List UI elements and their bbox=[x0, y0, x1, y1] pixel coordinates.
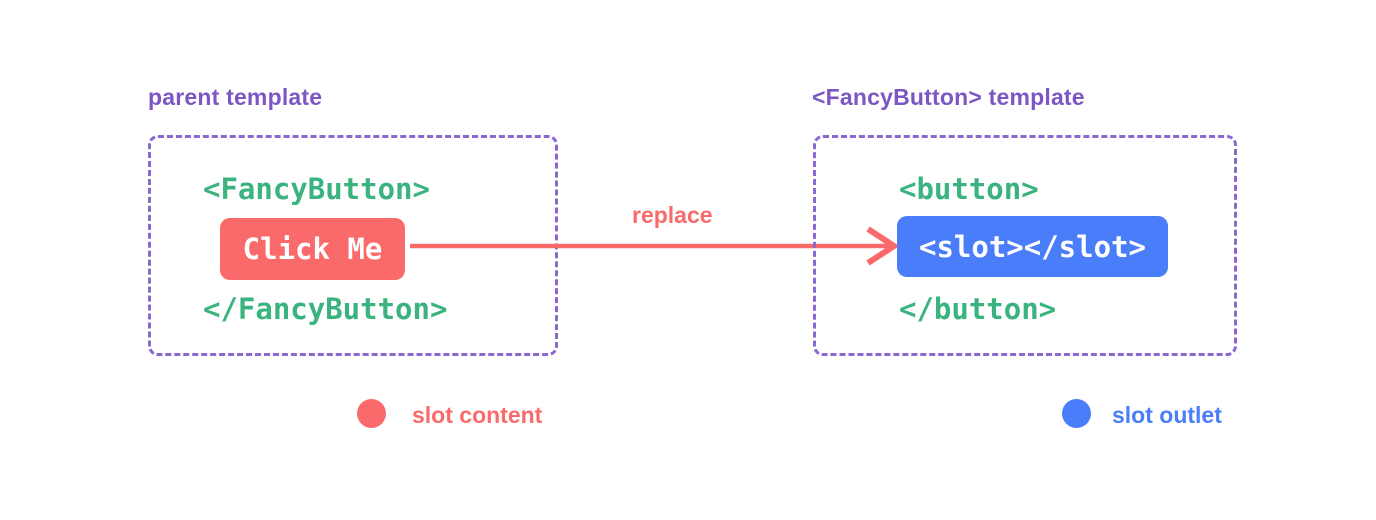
fancybutton-template-box bbox=[813, 135, 1237, 356]
replace-label: replace bbox=[632, 202, 713, 228]
slot-content-marker-icon bbox=[357, 399, 386, 428]
fancybutton-open-tag: <FancyButton> bbox=[203, 172, 430, 206]
fancybutton-template-label: <FancyButton> template bbox=[812, 84, 1085, 110]
click-me-button: Click Me bbox=[220, 218, 405, 280]
fancybutton-close-tag: </FancyButton> bbox=[203, 292, 448, 326]
button-open-tag: <button> bbox=[899, 172, 1039, 206]
slot-outlet-marker-icon bbox=[1062, 399, 1091, 428]
slot-outlet-box: <slot></slot> bbox=[897, 216, 1168, 277]
slot-content-label: slot content bbox=[412, 402, 543, 428]
parent-template-label: parent template bbox=[148, 84, 323, 110]
button-close-tag: </button> bbox=[899, 292, 1057, 326]
slot-outlet-label: slot outlet bbox=[1112, 402, 1222, 428]
